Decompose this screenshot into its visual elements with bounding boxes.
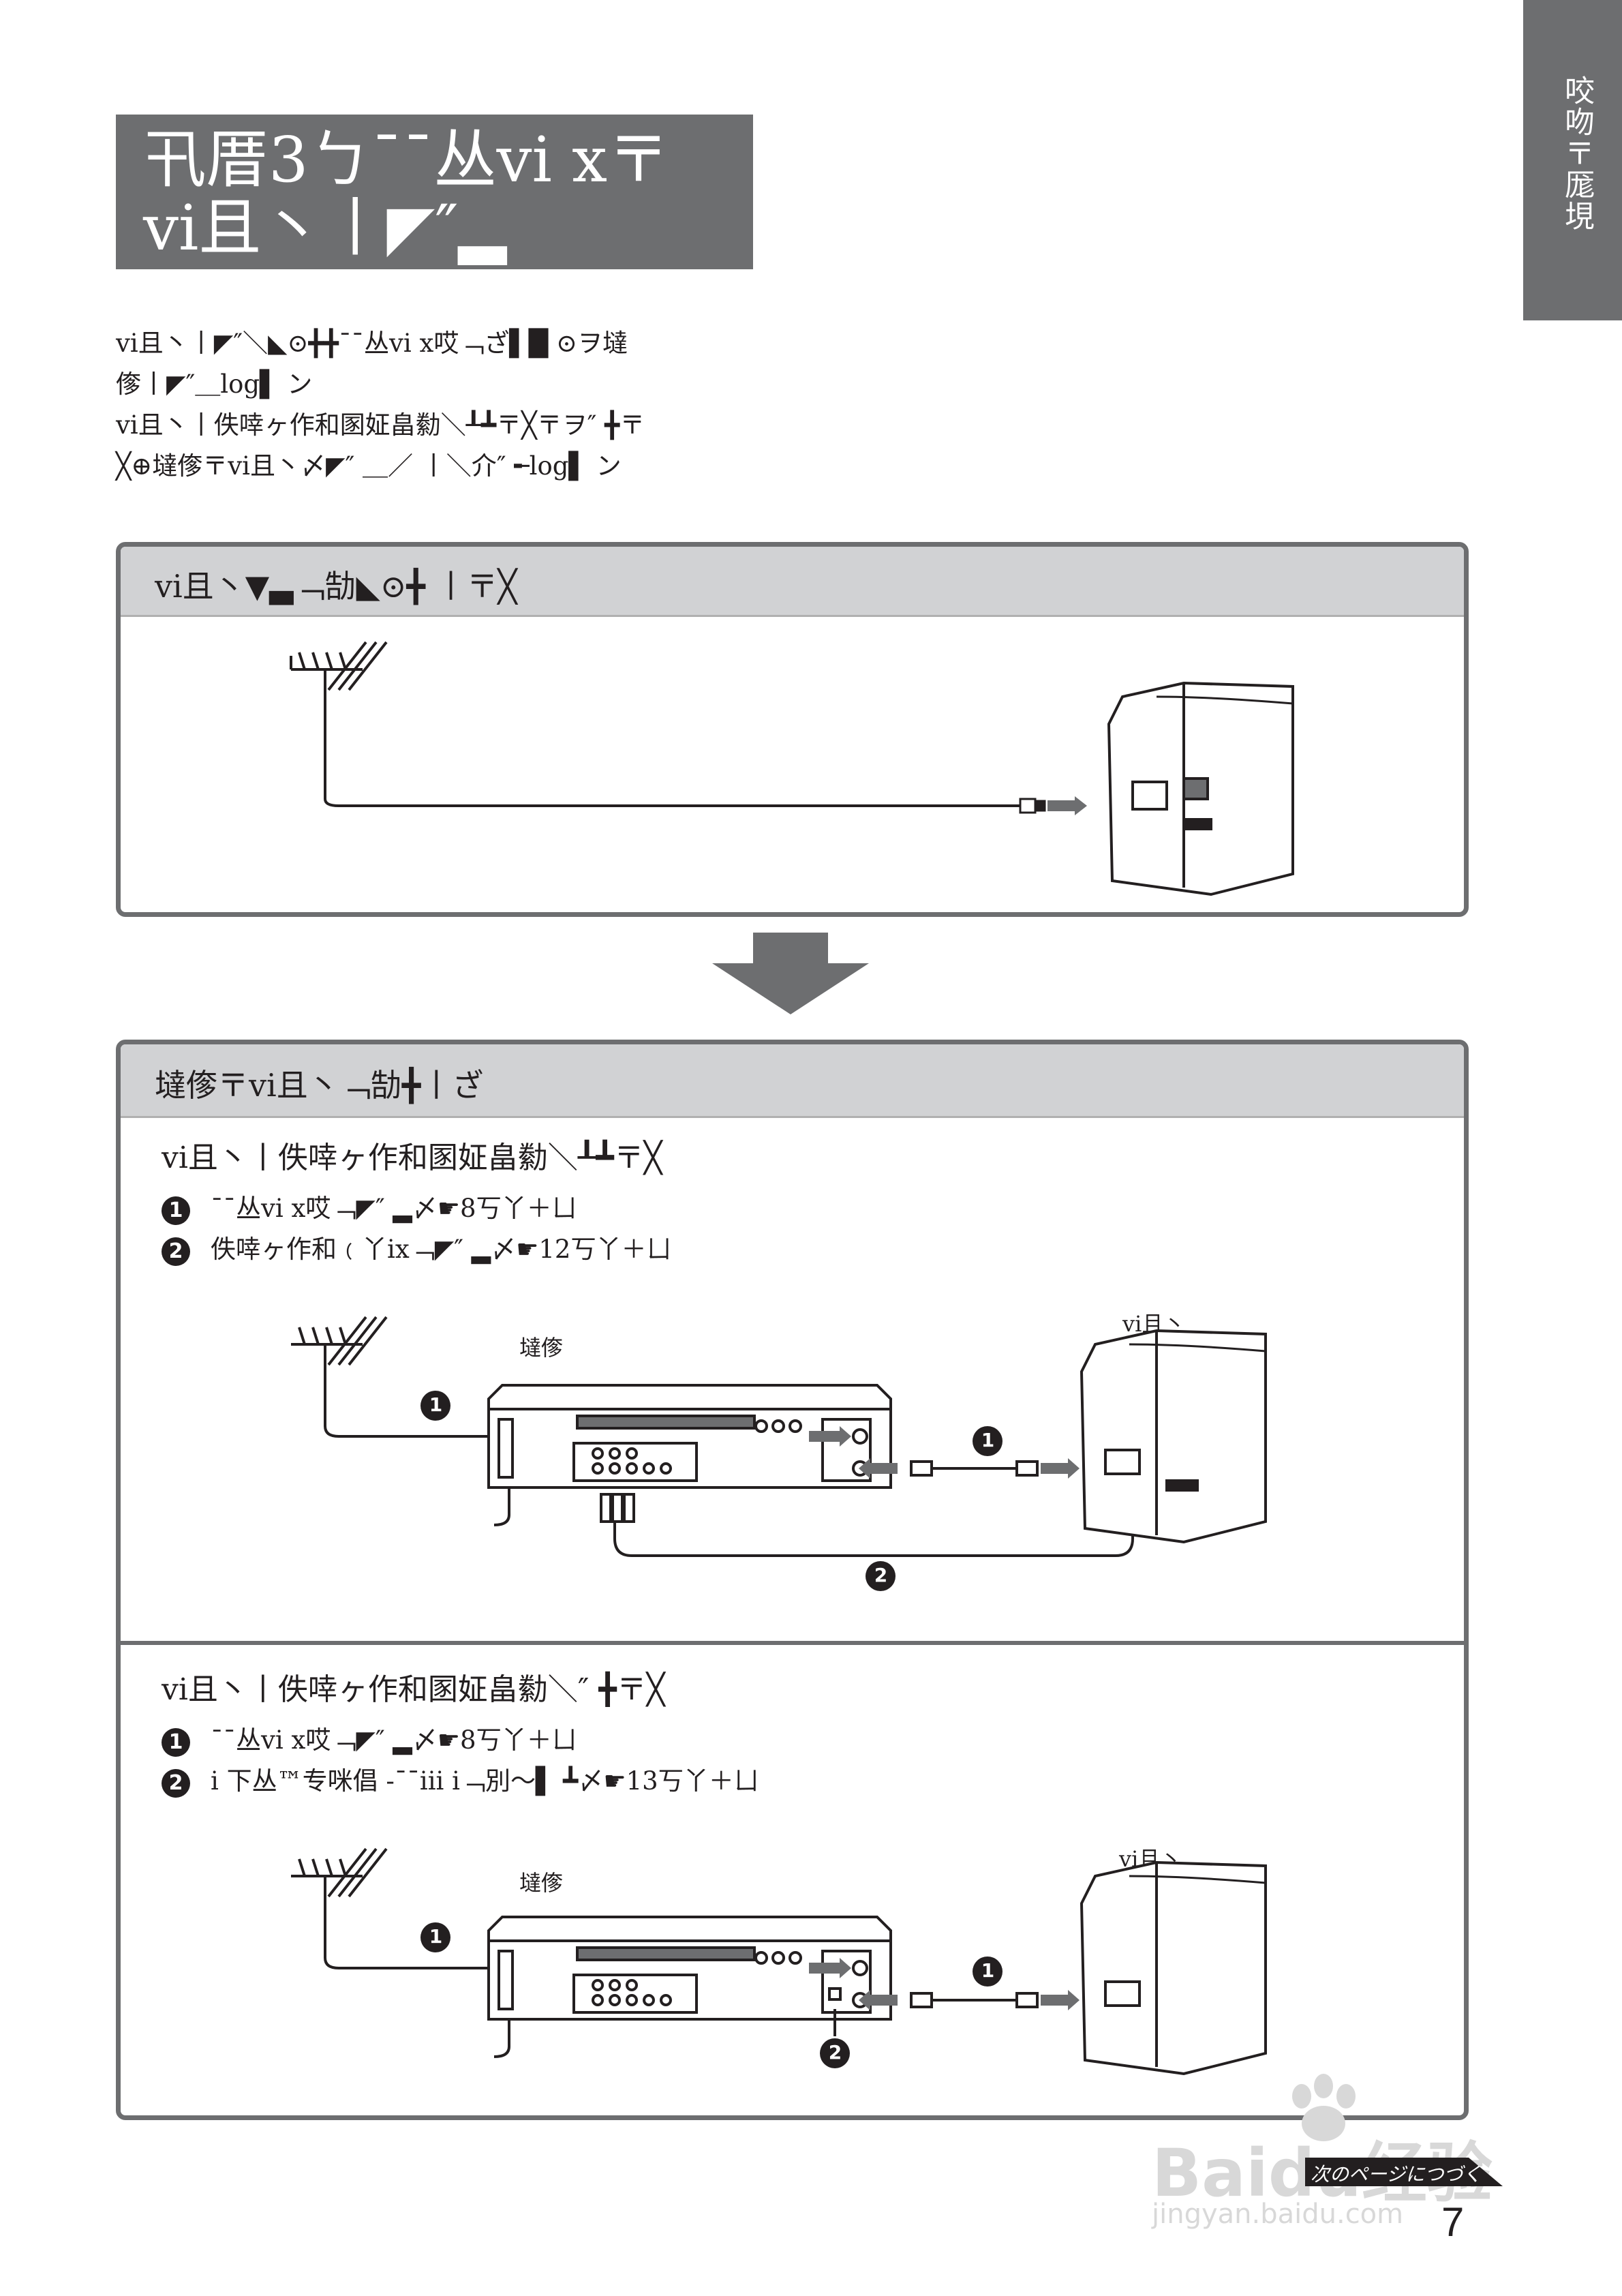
down-arrow-icon: [712, 933, 869, 1014]
step-number-badge: 2: [162, 1768, 190, 1798]
step-text: i 下丛™专咪倡 -¯¯iii i﹁別〜▌ ┻〆☛13丂丫＋ㄩ: [211, 1766, 759, 1796]
before-connection-panel: vi且丶▼▃﹁勂◣⊙╋ 丨〒╳: [116, 542, 1469, 917]
paw-icon: [1292, 2074, 1356, 2141]
callout-2: 2: [874, 1564, 888, 1586]
watermark-url: jingyan.baidu.com: [1152, 2199, 1404, 2230]
step-text: ¯¯丛vi x哎﹁◤″ ▂〆☛8丂丫＋ㄩ: [211, 1725, 577, 1755]
antenna-icon: [290, 641, 1020, 807]
callout-1: 1: [429, 1393, 443, 1416]
callout-1: 1: [429, 1925, 443, 1948]
tv-icon: [1080, 1860, 1267, 2076]
intro-line-2: 偧丨◤″＿log▌ ン: [116, 369, 313, 399]
page-title-block: 卂厝3ㄅ¯¯丛vi x〒 vi且丶丨◤″▂: [116, 115, 753, 269]
callout-1b: 1: [981, 1959, 995, 1982]
vcr-icon: [487, 1384, 892, 1526]
page-title-line1: 卂厝3ㄅ¯¯丛vi x〒: [143, 123, 671, 196]
next-page-label: 次のページにつづく: [1311, 2163, 1482, 2186]
section2-heading: vi且丶丨佚啈ヶ作和圂姃畠勬＼″ ╋〒╳: [162, 1672, 665, 1707]
tv-icon: [1080, 1329, 1267, 1544]
section-tab: 咬吻〒厖垷: [1523, 0, 1622, 320]
after-panel-header: 墶偧〒vi且丶﹁勂╋丨ざ: [121, 1044, 1464, 1118]
section1-heading: vi且丶丨佚啈ヶ作和圂姃畠勬＼┸┻〒╳: [162, 1141, 662, 1175]
vcr-label: 墶偧: [519, 1335, 564, 1361]
section1-step-2: 2 佚啈ヶ作和﹙丫ix﹁◤″ ▂〆☛12丂丫＋ㄩ: [162, 1228, 671, 1266]
step-number-badge: 1: [162, 1727, 190, 1757]
section-divider: [121, 1641, 1464, 1645]
step-text: ¯¯丛vi x哎﹁◤″ ▂〆☛8丂丫＋ㄩ: [211, 1194, 577, 1223]
after-panel-title: 墶偧〒vi且丶﹁勂╋丨ざ: [155, 1067, 484, 1104]
step-number-badge: 1: [162, 1196, 190, 1225]
vcr-icon: [487, 1916, 892, 2058]
section1-connection-diagram: [291, 1316, 1267, 1591]
section2-step-2: 2 i 下丛™专咪倡 -¯¯iii i﹁別〜▌ ┻〆☛13丂丫＋ㄩ: [162, 1760, 759, 1798]
section-tab-label: 咬吻〒厖垷: [1559, 75, 1594, 232]
page-title-line2: vi且丶丨◤″▂: [143, 192, 507, 265]
intro-line-1: vi且丶丨◤″＼◣⊙╋╋¯¯丛vi x哎﹁ざ▌█ ⊙ヲ墶: [116, 329, 628, 358]
antenna-icon: [291, 1847, 795, 1969]
before-panel-title: vi且丶▼▃﹁勂◣⊙╋ 丨〒╳: [155, 568, 517, 605]
callout-badges: [420, 1391, 1003, 1591]
step-text: 佚啈ヶ作和﹙丫ix﹁◤″ ▂〆☛12丂丫＋ㄩ: [211, 1235, 672, 1264]
after-connection-panel: 墶偧〒vi且丶﹁勂╋丨ざ vi且丶丨佚啈ヶ作和圂姃畠勬＼┸┻〒╳ 1 ¯¯丛vi …: [116, 1040, 1469, 2120]
callout-1b: 1: [981, 1429, 995, 1451]
callout-badges: [420, 1922, 1003, 2068]
cable-plug-icon: [1019, 796, 1087, 815]
antenna-icon: [291, 1316, 795, 1438]
next-page-ribbon: 次のページにつづく: [1305, 2158, 1503, 2186]
section1-step-1: 1 ¯¯丛vi x哎﹁◤″ ▂〆☛8丂丫＋ㄩ: [162, 1188, 577, 1225]
callout-2: 2: [828, 2041, 842, 2064]
before-panel-header: vi且丶▼▃﹁勂◣⊙╋ 丨〒╳: [121, 547, 1464, 617]
section2-connection-diagram: [291, 1847, 1267, 2076]
intro-line-4: ╳⊕墶偧〒vi且丶〆◤″ ＿／ 丨＼介″ ╾log▌ ン: [116, 451, 622, 481]
page-number: 7: [1441, 2199, 1465, 2245]
step-number-badge: 2: [162, 1237, 190, 1266]
before-connection-diagram: [290, 641, 1294, 896]
vcr-label: 墶偧: [519, 1870, 564, 1896]
section2-step-1: 1 ¯¯丛vi x哎﹁◤″ ▂〆☛8丂丫＋ㄩ: [162, 1719, 577, 1757]
intro-line-3: vi且丶丨佚啈ヶ作和圂姃畠勬＼┸┻〒╳〒ヲ″ ╋〒: [116, 410, 645, 440]
tv-icon: [1107, 681, 1294, 896]
